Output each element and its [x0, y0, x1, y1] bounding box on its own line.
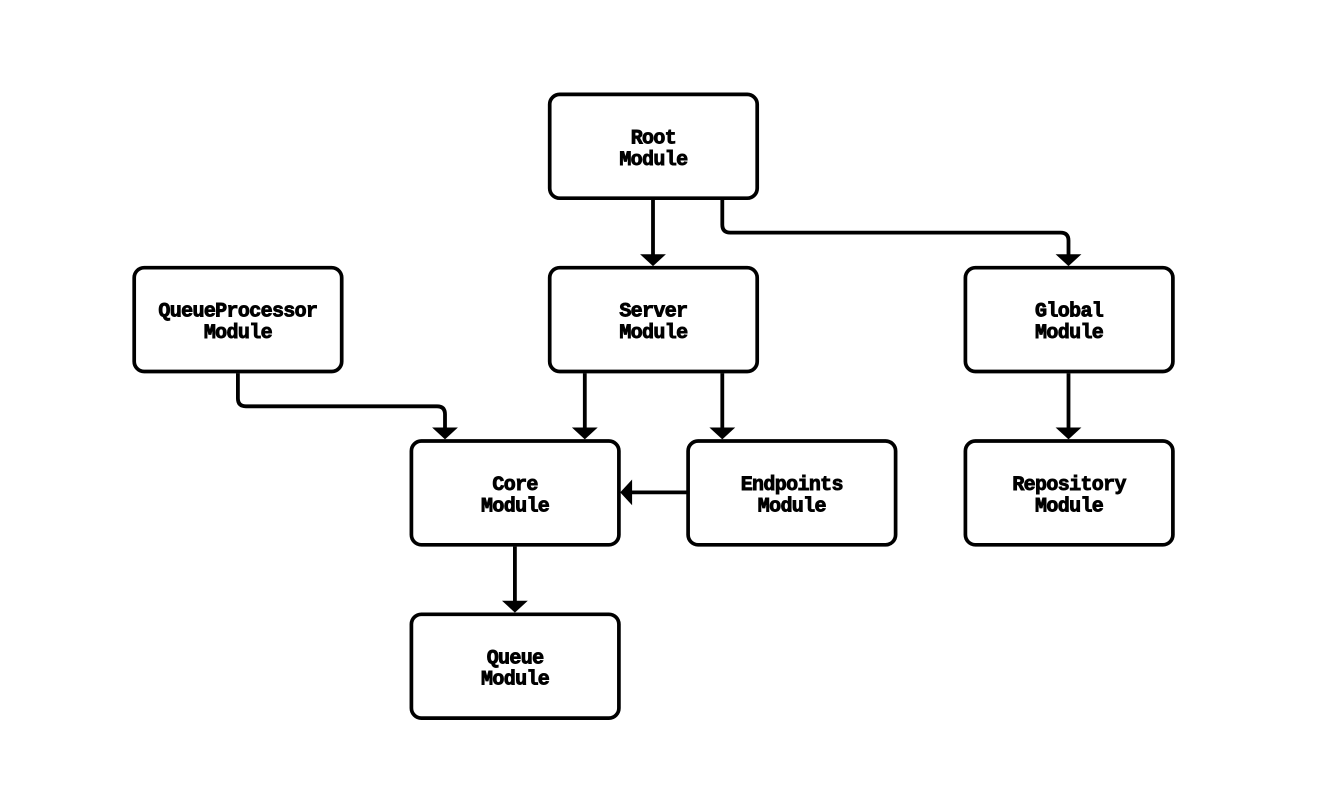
- svg-text:Server: Server: [619, 301, 687, 324]
- svg-text:Repository: Repository: [1012, 474, 1126, 497]
- svg-text:Module: Module: [204, 322, 273, 345]
- svg-text:Module: Module: [1035, 495, 1104, 518]
- svg-text:Module: Module: [758, 495, 827, 518]
- svg-text:QueueProcessor: QueueProcessor: [158, 301, 317, 324]
- svg-text:Core: Core: [492, 474, 538, 497]
- svg-text:Module: Module: [481, 495, 550, 518]
- svg-text:Module: Module: [619, 322, 688, 345]
- svg-text:Module: Module: [481, 669, 550, 692]
- svg-text:Queue: Queue: [487, 647, 544, 670]
- svg-text:Module: Module: [619, 149, 688, 172]
- svg-text:Global: Global: [1035, 301, 1104, 324]
- svg-text:Module: Module: [1035, 322, 1104, 345]
- svg-text:Endpoints: Endpoints: [741, 474, 843, 497]
- svg-text:Root: Root: [631, 127, 676, 150]
